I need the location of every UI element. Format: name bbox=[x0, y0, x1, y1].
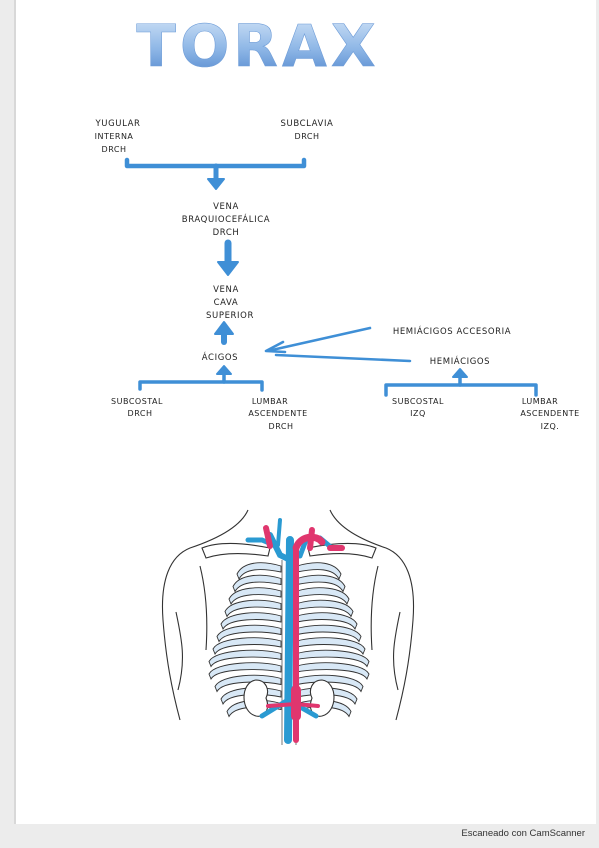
node-lumbar-drch: LUMBAR ASCENDENTE DRCH bbox=[248, 397, 307, 431]
arrow-accesoria-to-acigos bbox=[270, 326, 372, 352]
rib-right-6 bbox=[296, 624, 362, 643]
arrow-hemiacigos-to-acigos bbox=[274, 353, 412, 363]
node-lumbar-izq: LUMBAR ASCENDENTE IZQ. bbox=[520, 397, 579, 431]
node-label: DRCH bbox=[295, 132, 320, 141]
node-label: VENA bbox=[213, 202, 239, 212]
rib-left-8 bbox=[208, 649, 282, 668]
rib-left-6 bbox=[216, 624, 282, 643]
node-label: SUPERIOR bbox=[206, 311, 254, 321]
node-label: DRCH bbox=[269, 422, 294, 431]
veins-blue bbox=[245, 518, 335, 744]
rib-right-5 bbox=[296, 612, 358, 631]
rib-right-4 bbox=[296, 599, 354, 618]
rib-right-9 bbox=[296, 662, 370, 681]
node-label: ASCENDENTE bbox=[248, 409, 307, 418]
rib-left-10 bbox=[214, 674, 282, 693]
node-yugular: YUGULAR INTERNA DRCH bbox=[94, 119, 140, 154]
page-edge bbox=[14, 0, 16, 824]
node-subcostal-izq: SUBCOSTAL IZQ bbox=[392, 397, 444, 418]
arrow-head bbox=[216, 365, 232, 375]
arrow-head bbox=[214, 321, 234, 335]
bracket-acigos bbox=[138, 380, 264, 392]
node-label: CAVA bbox=[214, 298, 239, 308]
node-label: LUMBAR bbox=[522, 397, 558, 406]
node-label: SUBCOSTAL bbox=[392, 397, 444, 406]
node-label: ASCENDENTE bbox=[520, 409, 579, 418]
rib-left-4 bbox=[224, 599, 282, 618]
node-label: DRCH bbox=[128, 409, 153, 418]
page-title: TORAX bbox=[136, 12, 379, 80]
arrow-head bbox=[452, 368, 468, 378]
rib-right-2 bbox=[296, 574, 346, 593]
node-vena-cava: VENA CAVA SUPERIOR bbox=[206, 285, 254, 321]
node-label: YUGULAR bbox=[94, 119, 140, 129]
node-label: LUMBAR bbox=[252, 397, 288, 406]
node-label: SUBCLAVIA bbox=[281, 119, 334, 129]
node-label: SUBCOSTAL bbox=[111, 397, 163, 406]
node-hemiacigos: HEMIÁCIGOS bbox=[430, 355, 490, 367]
body-outline bbox=[161, 509, 415, 721]
bracket-hemiacigos bbox=[384, 383, 538, 397]
rib-right-10 bbox=[296, 674, 364, 693]
rib-left-1 bbox=[236, 562, 282, 581]
arteries-red bbox=[263, 525, 345, 743]
thorax-illustration bbox=[161, 509, 415, 745]
flow-arrows bbox=[124, 157, 538, 397]
arrow-head bbox=[217, 261, 239, 276]
node-label: DRCH bbox=[213, 228, 240, 238]
node-braquiocefalica: VENA BRAQUIOCEFÁLICA DRCH bbox=[182, 202, 270, 238]
rib-left-2 bbox=[232, 574, 282, 593]
rib-left-3 bbox=[228, 587, 282, 606]
rib-right-8 bbox=[296, 649, 370, 668]
rib-right-1 bbox=[296, 562, 342, 581]
node-label: IZQ. bbox=[541, 422, 560, 431]
node-subclavia: SUBCLAVIA DRCH bbox=[281, 119, 334, 141]
rib-left-7 bbox=[212, 637, 282, 656]
node-label: DRCH bbox=[102, 145, 127, 154]
node-hemiacigos-accesoria: HEMIÁCIGOS ACCESORIA bbox=[393, 325, 511, 337]
rib-right-7 bbox=[296, 637, 366, 656]
node-acigos: ÁCIGOS bbox=[202, 351, 238, 363]
node-label: VENA bbox=[213, 285, 239, 295]
rib-left-5 bbox=[220, 612, 282, 631]
arrow-head bbox=[264, 340, 287, 354]
rib-left-9 bbox=[208, 662, 282, 681]
scanner-watermark: Escaneado con CamScanner bbox=[461, 828, 585, 839]
arrow-head bbox=[207, 178, 225, 190]
node-label: BRAQUIOCEFÁLICA bbox=[182, 213, 270, 225]
node-label: IZQ bbox=[410, 409, 426, 418]
scanned-page bbox=[14, 0, 596, 824]
node-label: INTERNA bbox=[95, 132, 134, 141]
node-subcostal-drch: SUBCOSTAL DRCH bbox=[111, 397, 163, 418]
rib-right-3 bbox=[296, 587, 350, 606]
